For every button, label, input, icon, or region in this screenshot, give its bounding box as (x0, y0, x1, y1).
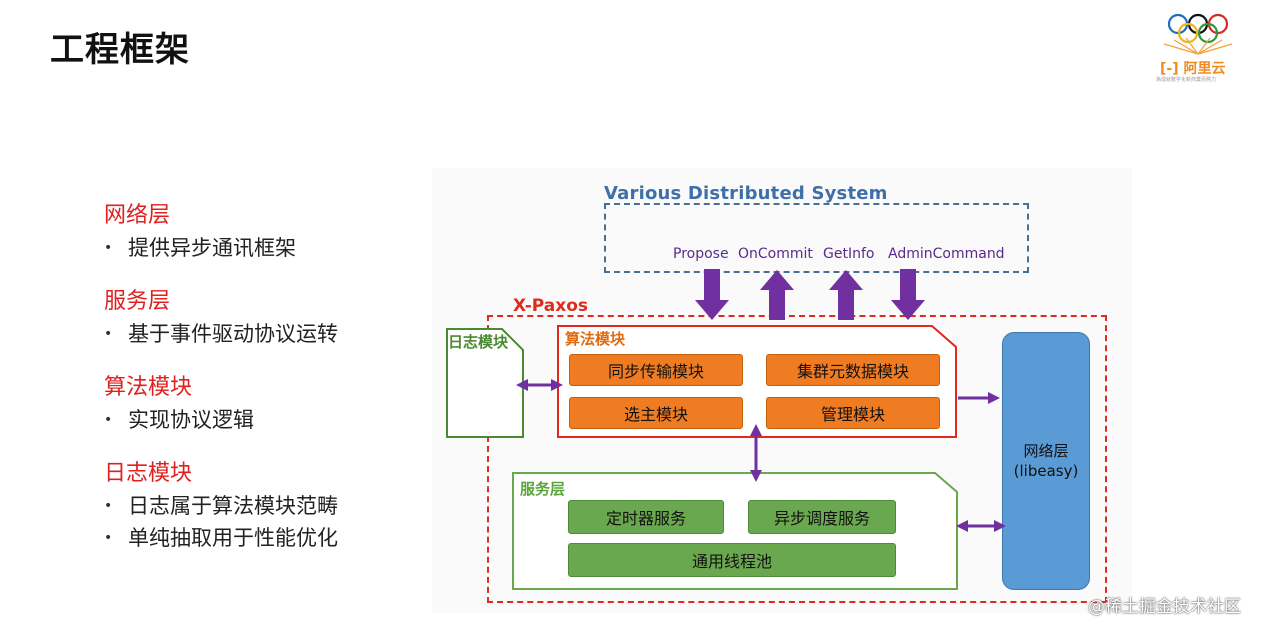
bullet-item: • 实现协议逻辑 (104, 404, 404, 436)
bullet-text: 提供异步通讯框架 (128, 236, 296, 260)
log-module-title: 日志模块 (448, 333, 509, 351)
network-layer-sublabel: (libeasy) (1013, 462, 1079, 480)
bullet-item: • 提供异步通讯框架 (104, 232, 404, 264)
management-module: 管理模块 (766, 397, 940, 429)
api-label-admincommand: AdminCommand (888, 246, 1005, 262)
page-title: 工程框架 (50, 30, 190, 70)
bullet-item: • 单纯抽取用于性能优化 (104, 522, 404, 554)
section-network: 网络层 • 提供异步通讯框架 (104, 200, 404, 264)
cluster-metadata-module: 集群元数据模块 (766, 354, 940, 386)
thread-pool: 通用线程池 (568, 543, 896, 577)
timer-service: 定时器服务 (568, 500, 724, 534)
section-heading: 服务层 (104, 289, 171, 314)
network-layer-label: 网络层 (1023, 442, 1069, 460)
section-heading: 算法模块 (104, 375, 193, 400)
bullet-dot-icon: • (104, 326, 113, 342)
bullet-dot-icon: • (104, 412, 113, 428)
leader-election-module: 选主模块 (569, 397, 743, 429)
xpaxos-box (487, 315, 1107, 603)
log-module-box (446, 328, 524, 438)
logo-name: 阿里云 (1183, 61, 1226, 77)
bullet-text: 实现协议逻辑 (128, 408, 254, 432)
bullet-item: • 日志属于算法模块范畴 (104, 490, 404, 522)
service-layer-title: 服务层 (520, 480, 566, 498)
bullet-dot-icon: • (104, 498, 113, 514)
xpaxos-title: X-Paxos (513, 296, 589, 316)
logo-mark: [-] (1160, 61, 1179, 77)
bullet-item: • 基于事件驱动协议运转 (104, 318, 404, 350)
api-label-getinfo: GetInfo (823, 246, 875, 262)
section-heading: 网络层 (104, 203, 171, 228)
sync-transfer-module: 同步传输模块 (569, 354, 743, 386)
watermark-text: @稀土掘金技术社区 (1088, 597, 1241, 617)
distributed-system-title: Various Distributed System (604, 183, 888, 204)
api-label-oncommit: OnCommit (738, 246, 813, 262)
bullet-text: 基于事件驱动协议运转 (128, 322, 338, 346)
network-layer-box: 网络层 (libeasy) (1002, 332, 1090, 590)
section-algorithm: 算法模块 • 实现协议逻辑 (104, 372, 404, 436)
logo-subtitle: 為成就數字化新商業而努力 (1156, 77, 1217, 83)
async-scheduler-service: 异步调度服务 (748, 500, 896, 534)
bullet-dot-icon: • (104, 530, 113, 546)
left-panel: 网络层 • 提供异步通讯框架 服务层 • 基于事件驱动协议运转 算法模块 • 实… (104, 200, 404, 576)
distributed-system-box (604, 203, 1029, 273)
bullet-text: 日志属于算法模块范畴 (128, 494, 338, 518)
api-label-propose: Propose (673, 246, 729, 262)
section-log: 日志模块 • 日志属于算法模块范畴 • 单纯抽取用于性能优化 (104, 458, 404, 554)
algorithm-module-title: 算法模块 (565, 330, 626, 348)
section-heading: 日志模块 (104, 461, 193, 486)
bullet-dot-icon: • (104, 240, 113, 256)
section-service: 服务层 • 基于事件驱动协议运转 (104, 286, 404, 350)
bullet-text: 单纯抽取用于性能优化 (128, 526, 338, 550)
olympic-rings-logo (1163, 13, 1233, 55)
logo-text: [-] 阿里云 (1160, 58, 1225, 78)
